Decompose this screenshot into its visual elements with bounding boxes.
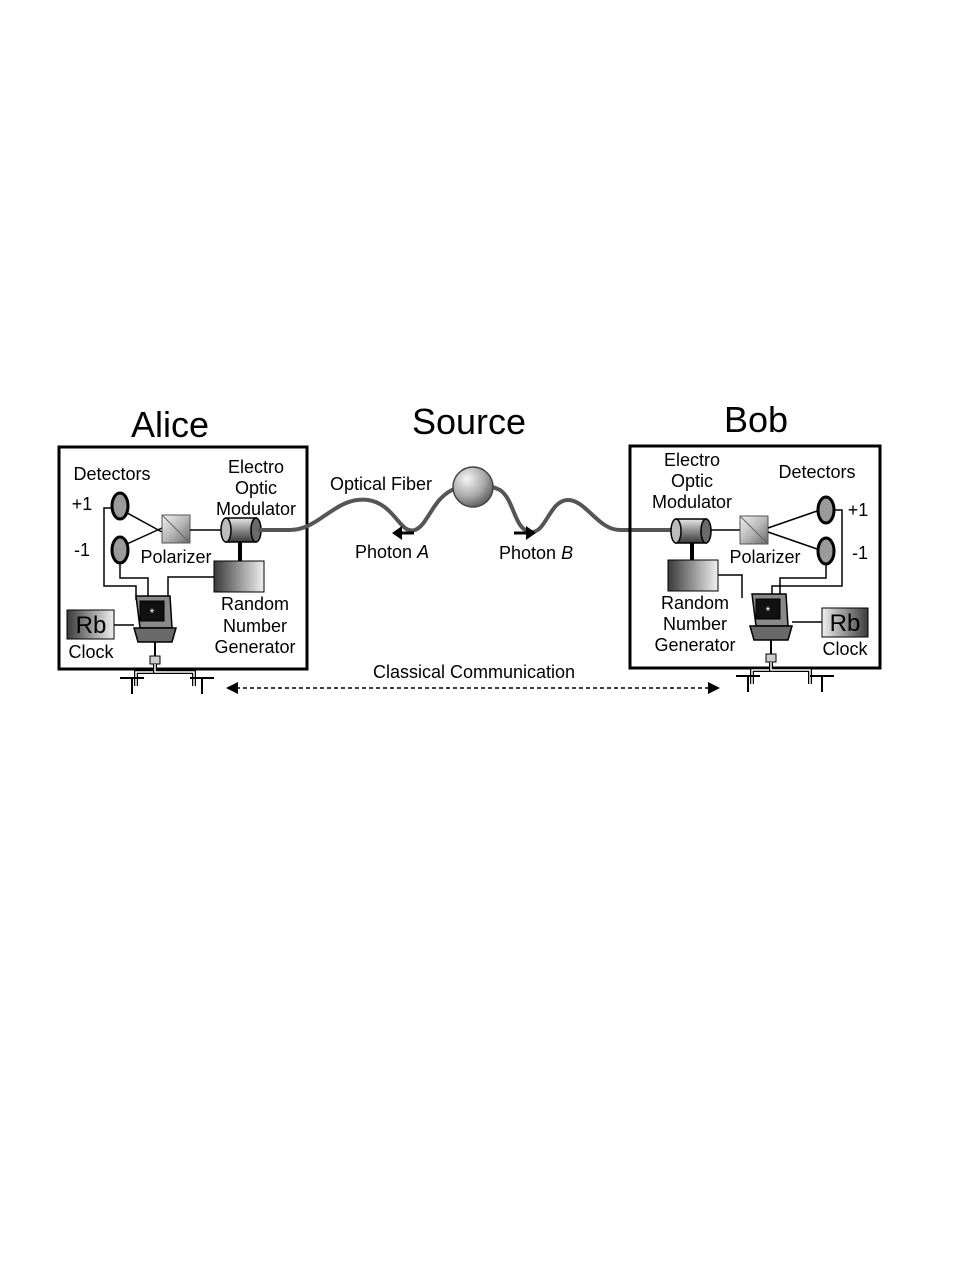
bob-detectors-label: Detectors xyxy=(778,462,855,482)
alice-detector-plus-icon xyxy=(110,491,130,521)
photon-a-arrow-icon xyxy=(392,526,414,540)
bob-eom-icon xyxy=(670,518,712,544)
alice-rng-box xyxy=(213,560,265,593)
alice-rng-label-line3: Generator xyxy=(214,637,295,657)
photon-a-label: Photon A xyxy=(355,542,429,562)
alice-network-connector-icon xyxy=(120,642,214,694)
alice-eom-label-line2: Optic xyxy=(235,478,277,498)
bob-detector-minus-icon xyxy=(816,536,836,566)
alice-plus-one-label: +1 xyxy=(72,494,93,514)
bob-polarizer-label: Polarizer xyxy=(729,547,800,567)
svg-text:*: * xyxy=(766,604,771,618)
alice-eom-label-line3: Modulator xyxy=(216,499,296,519)
photon-b-label: Photon B xyxy=(499,543,573,563)
alice-detectors-label: Detectors xyxy=(73,464,150,484)
bob-plus-one-label: +1 xyxy=(848,500,869,520)
alice-rng-label-line1: Random xyxy=(221,594,289,614)
bob-clock-label: Clock xyxy=(822,639,868,659)
bob-rng-label-line2: Number xyxy=(663,614,727,634)
bob-eom-label-line3: Modulator xyxy=(652,492,732,512)
bob-polarizer-icon xyxy=(739,515,769,545)
alice-clock-label: Clock xyxy=(68,642,114,662)
alice-polarizer-label: Polarizer xyxy=(140,547,211,567)
photon-b-arrow-icon xyxy=(514,526,536,540)
alice-rng-label-line2: Number xyxy=(223,616,287,636)
bob-network-connector-icon xyxy=(736,640,834,692)
alice-rb-clock-box xyxy=(66,609,115,640)
bob-detector-plus-icon xyxy=(816,495,836,525)
bob-eom-label-line2: Optic xyxy=(671,471,713,491)
source-title: Source xyxy=(412,401,526,442)
alice-minus-one-label: -1 xyxy=(74,540,90,560)
alice-eom-label-line1: Electro xyxy=(228,457,284,477)
bob-computer-icon: * xyxy=(749,593,793,641)
alice-computer-icon: * xyxy=(133,595,177,643)
bob-rng-label-line1: Random xyxy=(661,593,729,613)
alice-station-box xyxy=(57,445,309,671)
photon-source-sphere xyxy=(452,466,494,508)
bob-eom-label-line1: Electro xyxy=(664,450,720,470)
alice-polarizer-icon xyxy=(161,514,191,544)
bob-detector-wiring xyxy=(767,509,843,598)
optical-fiber-label: Optical Fiber xyxy=(330,474,432,494)
classical-communication-label: Classical Communication xyxy=(373,662,575,682)
classical-communication-arrow xyxy=(226,682,720,694)
alice-eom-icon xyxy=(220,517,262,543)
bob-minus-one-label: -1 xyxy=(852,543,868,563)
alice-title: Alice xyxy=(131,404,209,445)
bob-rng-label-line3: Generator xyxy=(654,635,735,655)
svg-text:*: * xyxy=(150,606,155,620)
alice-rb-label: Rb xyxy=(76,612,107,639)
alice-detector-minus-icon xyxy=(110,535,130,565)
bob-rb-label: Rb xyxy=(830,610,861,637)
bob-rng-box xyxy=(667,559,719,592)
bob-title: Bob xyxy=(724,399,788,440)
bob-rb-clock-box xyxy=(821,607,869,638)
